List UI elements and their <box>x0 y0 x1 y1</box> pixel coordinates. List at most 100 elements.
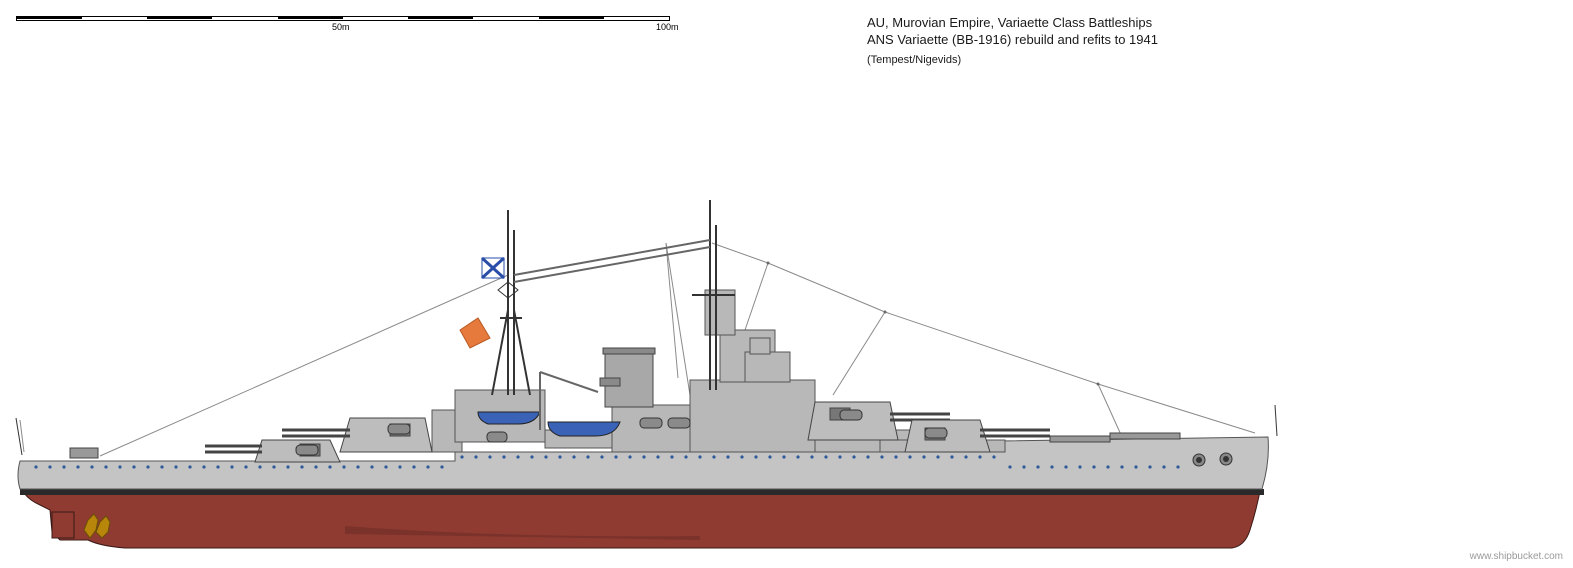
porthole <box>852 455 856 459</box>
porthole <box>1120 465 1124 469</box>
porthole <box>328 465 332 469</box>
porthole <box>300 465 304 469</box>
porthole <box>544 455 548 459</box>
deck-details <box>69 432 1181 459</box>
secondary-guns <box>295 409 948 456</box>
porthole <box>1064 465 1068 469</box>
porthole <box>1162 465 1166 469</box>
porthole <box>838 455 842 459</box>
porthole <box>342 465 346 469</box>
ensign-staff <box>15 417 23 456</box>
porthole <box>502 455 506 459</box>
porthole <box>894 455 898 459</box>
porthole <box>356 465 360 469</box>
porthole <box>684 455 688 459</box>
porthole <box>614 455 618 459</box>
scale-label-end: 100m <box>656 22 679 32</box>
porthole <box>1036 465 1040 469</box>
rigging-knots <box>766 261 1100 386</box>
porthole <box>936 455 940 459</box>
porthole <box>384 465 388 469</box>
rudder <box>51 511 75 539</box>
boot-topping <box>20 489 1264 495</box>
porthole <box>460 455 464 459</box>
porthole <box>440 465 444 469</box>
porthole <box>118 465 122 469</box>
porthole <box>258 465 262 469</box>
jackstaff <box>1274 404 1278 437</box>
porthole <box>726 455 730 459</box>
flag-icon <box>480 256 506 280</box>
porthole <box>908 455 912 459</box>
porthole <box>230 465 234 469</box>
porthole <box>412 465 416 469</box>
porthole <box>216 465 220 469</box>
title-line-1: AU, Murovian Empire, Variaette Class Bat… <box>867 15 1153 30</box>
lower-hull <box>19 479 1263 549</box>
porthole <box>272 465 276 469</box>
porthole <box>782 455 786 459</box>
porthole <box>628 455 632 459</box>
flag-icon <box>459 317 491 349</box>
porthole <box>922 455 926 459</box>
watermark: www.shipbucket.com <box>1469 551 1563 562</box>
scale-segment <box>278 16 343 19</box>
porthole <box>174 465 178 469</box>
porthole <box>202 465 206 469</box>
funnel <box>599 347 656 408</box>
porthole <box>398 465 402 469</box>
porthole <box>160 465 164 469</box>
turret-x <box>807 401 950 441</box>
scale-bar: 50m 100m <box>16 16 679 36</box>
foremast-yard <box>497 281 519 299</box>
porthole <box>712 455 716 459</box>
porthole <box>880 455 884 459</box>
title-line-2: ANS Variaette (BB-1916) rebuild and refi… <box>867 32 1158 47</box>
porthole <box>810 455 814 459</box>
scale-segment <box>539 16 604 19</box>
porthole <box>1008 465 1012 469</box>
scale-segment <box>17 16 82 19</box>
scale-label-mid: 50m <box>332 22 350 32</box>
porthole <box>426 465 430 469</box>
porthole <box>1050 465 1054 469</box>
porthole <box>76 465 80 469</box>
porthole <box>768 455 772 459</box>
hull-shading <box>345 526 700 540</box>
rigging <box>19 242 1256 457</box>
porthole <box>698 455 702 459</box>
porthole <box>530 455 534 459</box>
porthole <box>90 465 94 469</box>
porthole <box>1022 465 1026 469</box>
scale-bar-outline <box>16 16 670 21</box>
porthole <box>866 455 870 459</box>
porthole <box>572 455 576 459</box>
porthole <box>370 465 374 469</box>
porthole <box>1106 465 1110 469</box>
porthole <box>1134 465 1138 469</box>
porthole <box>34 465 38 469</box>
porthole <box>146 465 150 469</box>
porthole <box>600 455 604 459</box>
turret-a <box>205 439 341 463</box>
porthole <box>978 455 982 459</box>
porthole <box>1176 465 1180 469</box>
porthole <box>244 465 248 469</box>
porthole <box>62 465 66 469</box>
porthole <box>796 455 800 459</box>
porthole <box>132 465 136 469</box>
porthole <box>314 465 318 469</box>
porthole <box>474 455 478 459</box>
turret-y <box>904 419 1050 453</box>
drawing-title: AU, Murovian Empire, Variaette Class Bat… <box>867 14 1158 48</box>
porthole <box>286 465 290 469</box>
porthole <box>656 455 660 459</box>
mainmast <box>692 200 735 390</box>
porthole <box>1148 465 1152 469</box>
porthole <box>642 455 646 459</box>
porthole <box>740 455 744 459</box>
propeller-icon <box>83 513 111 539</box>
porthole <box>488 455 492 459</box>
porthole <box>1092 465 1096 469</box>
